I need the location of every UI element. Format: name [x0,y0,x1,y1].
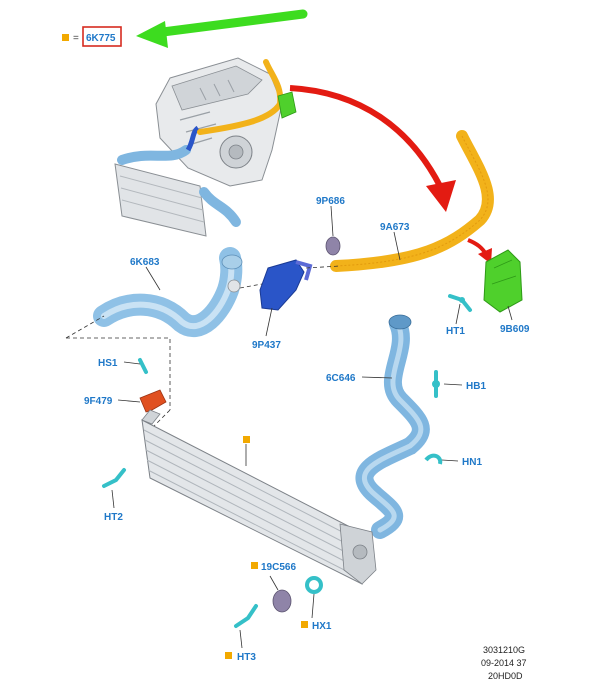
leader-HT2 [111,489,115,509]
legend-marker-square [62,34,69,41]
leader-HX1 [311,593,315,619]
leader-6C646 [361,376,393,379]
part-9P686-illustration [325,236,341,256]
red-arrow-large [289,85,456,212]
label-9P437[interactable]: 9P437 [252,340,281,351]
marker-HT3 [225,652,232,659]
leader-9F479 [117,399,141,403]
legend-highlight-box [82,26,122,47]
label-9B609[interactable]: 9B609 [500,324,530,335]
engine-throttle-link [185,125,200,152]
leader-HT1 [455,303,461,325]
upper-intercooler-illustration [114,163,207,237]
part-19C566-illustration [272,589,292,613]
footer-line-1: 3031210G [483,645,525,655]
label-6C646[interactable]: 6C646 [326,373,356,384]
engine-blue-hose-left [117,145,191,165]
leader-HS1 [123,361,141,365]
leader-HT3 [239,629,243,649]
part-HS1-illustration [138,358,148,374]
part-9F479-illustration [139,389,167,413]
dashed-link-a [65,315,105,339]
footer-line-2: 09-2014 37 [481,658,527,668]
red-arrow-small [467,238,492,264]
part-6K683-illustration [93,247,243,338]
leader-9A673 [393,231,401,261]
label-6K683[interactable]: 6K683 [130,257,160,268]
part-9P437-illustration [259,259,313,311]
leader-9B609 [507,305,513,321]
leader-6K683 [145,266,161,291]
leader-9P437 [265,307,273,337]
centerline-9P437-9A673 [305,265,341,269]
label-HT3[interactable]: HT3 [237,652,256,663]
engine-green-bracket [277,91,297,119]
label-9A673[interactable]: 9A673 [380,222,410,233]
part-9B609-illustration [483,249,523,313]
part-9A673-illustration [330,130,494,272]
label-HB1[interactable]: HB1 [466,381,486,392]
part-HT2-illustration [102,468,126,488]
part-HT3-illustration [234,604,258,628]
legend-part-number[interactable]: 6K775 [86,33,116,44]
engine-blue-hose-right [199,187,241,227]
label-HS1[interactable]: HS1 [98,358,118,369]
marker-19C566 [251,562,258,569]
part-HX1-illustration [305,576,323,594]
label-9P686[interactable]: 9P686 [316,196,345,207]
label-HT1[interactable]: HT1 [446,326,465,337]
leader-HN1 [441,459,459,462]
centerline-6K683-9P437 [239,283,263,289]
engine-block-illustration [155,57,283,187]
green-arrow [136,9,308,48]
intercooler-marker [243,436,250,443]
label-19C566[interactable]: 19C566 [261,562,296,573]
part-HN1-illustration [424,453,443,465]
legend-equals: = [73,33,79,44]
main-intercooler-illustration [141,409,377,585]
label-HN1[interactable]: HN1 [462,457,482,468]
part-HB1-illustration [432,370,440,398]
footer-line-3: 20HD0D [488,671,523,681]
label-9F479[interactable]: 9F479 [84,396,113,407]
label-HX1[interactable]: HX1 [312,621,332,632]
leader-19C566 [269,575,279,591]
part-6C646-illustration [355,314,430,539]
leader-9P686 [330,205,334,237]
leader-HB1 [443,383,463,386]
label-HT2[interactable]: HT2 [104,512,123,523]
marker-HX1 [301,621,308,628]
part-HT1-illustration [448,294,472,312]
